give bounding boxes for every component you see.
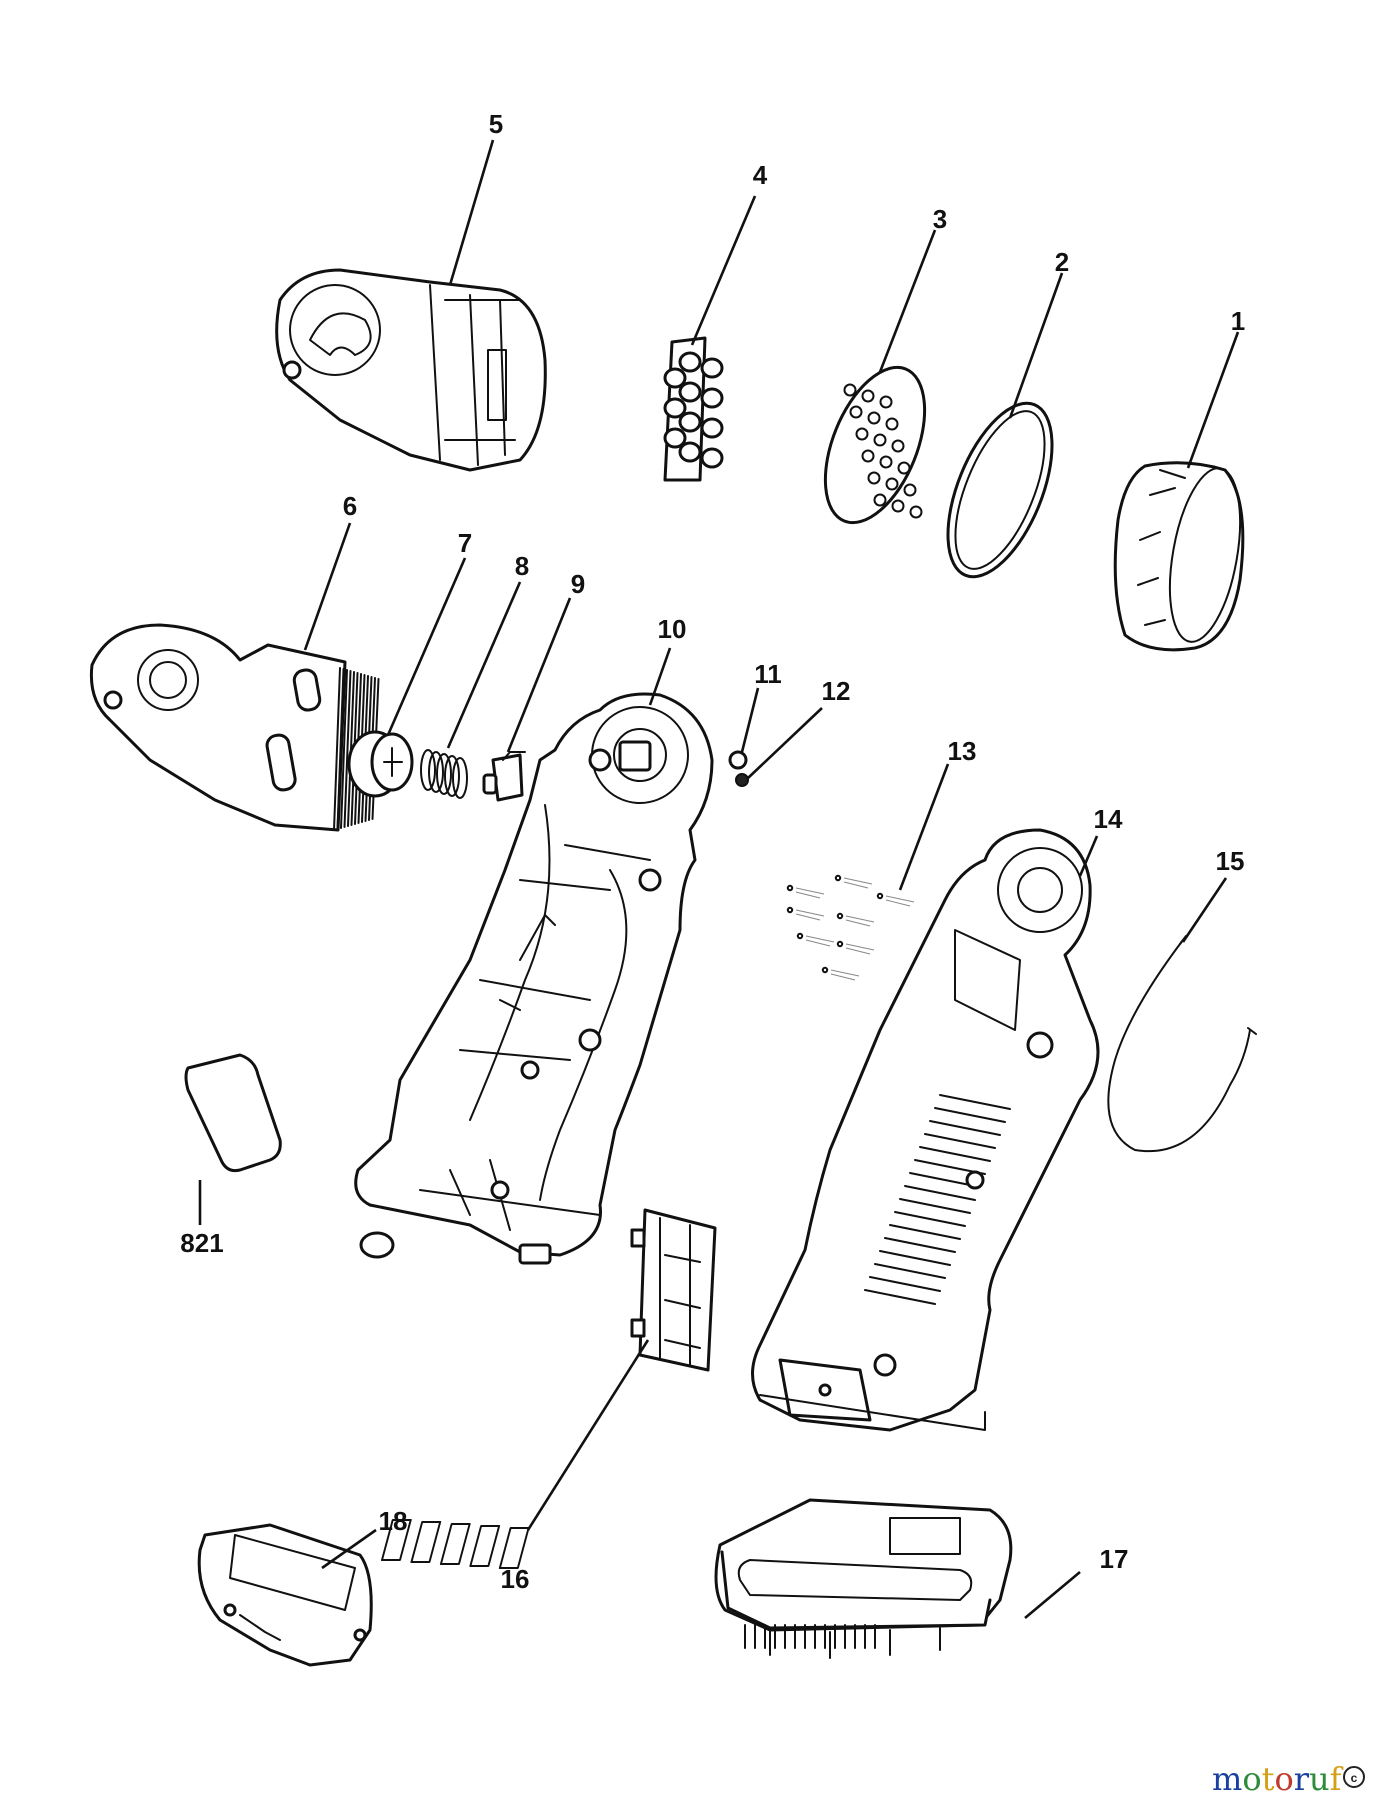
part-13-labels bbox=[786, 874, 915, 981]
callout-6: 6 bbox=[343, 491, 357, 521]
leader-1 bbox=[1186, 331, 1240, 469]
callout-11: 11 bbox=[754, 659, 782, 689]
leader-15 bbox=[1181, 877, 1228, 943]
part-5-head-housing bbox=[275, 268, 547, 472]
callout-3: 3 bbox=[933, 204, 947, 234]
callout-15: 15 bbox=[1216, 846, 1245, 876]
callout-17: 17 bbox=[1100, 1544, 1129, 1574]
leader-4 bbox=[690, 195, 757, 346]
callout-9: 9 bbox=[571, 569, 585, 599]
callout-7: 7 bbox=[458, 528, 472, 558]
copyright-icon bbox=[1343, 1766, 1365, 1788]
part-2-o-ring bbox=[946, 401, 1054, 579]
callout-5: 5 bbox=[489, 109, 503, 139]
leader-lines bbox=[198, 139, 1240, 1619]
part-9-detent bbox=[482, 751, 526, 802]
leader-3 bbox=[878, 229, 937, 373]
part-6-pivot-housing bbox=[89, 623, 380, 832]
callout-821: 821 bbox=[180, 1228, 223, 1258]
callout-labels: 1 2 3 4 5 6 7 8 9 10 11 12 13 14 15 16 1… bbox=[180, 109, 1245, 1594]
part-10-housing-left bbox=[354, 692, 714, 1265]
part-14-housing-right bbox=[751, 828, 1100, 1432]
part-11-screw bbox=[728, 750, 748, 770]
part-4-led-array bbox=[663, 336, 724, 482]
leader-10 bbox=[648, 647, 672, 706]
part-8-spring bbox=[420, 749, 468, 799]
watermark: motoruf c bbox=[1212, 1760, 1365, 1798]
leader-6 bbox=[303, 522, 352, 651]
part-15-wire bbox=[1107, 935, 1257, 1153]
part-16-terminal bbox=[630, 1208, 717, 1372]
callout-16: 16 bbox=[501, 1564, 530, 1594]
leader-7 bbox=[386, 557, 467, 736]
callout-10: 10 bbox=[658, 614, 687, 644]
part-18-battery bbox=[197, 1523, 373, 1667]
leader-11 bbox=[740, 687, 760, 753]
callout-8: 8 bbox=[515, 551, 529, 581]
leader-14 bbox=[1078, 835, 1099, 877]
leader-12 bbox=[747, 707, 823, 779]
part-1-bezel-ring bbox=[1113, 461, 1245, 652]
leader-17 bbox=[1024, 1571, 1081, 1619]
leader-16 bbox=[526, 1339, 650, 1531]
part-7-knob bbox=[347, 730, 414, 798]
leader-13 bbox=[898, 763, 950, 891]
callout-13: 13 bbox=[948, 736, 977, 766]
leader-18 bbox=[321, 1528, 377, 1570]
part-12-nut bbox=[735, 773, 749, 787]
part-3-lens bbox=[823, 365, 927, 525]
leader-5 bbox=[448, 139, 495, 286]
part-17-charger bbox=[380, 1498, 1013, 1659]
callout-12: 12 bbox=[822, 676, 851, 706]
svg-text:c: c bbox=[1351, 1771, 1358, 1785]
callout-4: 4 bbox=[753, 160, 768, 190]
callout-2: 2 bbox=[1055, 247, 1069, 277]
part-821-label bbox=[184, 1053, 282, 1173]
callout-18: 18 bbox=[379, 1506, 408, 1536]
leader-2 bbox=[1008, 272, 1064, 419]
watermark-text: motoruf bbox=[1212, 1760, 1344, 1798]
leader-8 bbox=[446, 581, 522, 749]
callout-14: 14 bbox=[1094, 804, 1123, 834]
leader-9 bbox=[506, 597, 572, 753]
callout-1: 1 bbox=[1231, 306, 1245, 336]
